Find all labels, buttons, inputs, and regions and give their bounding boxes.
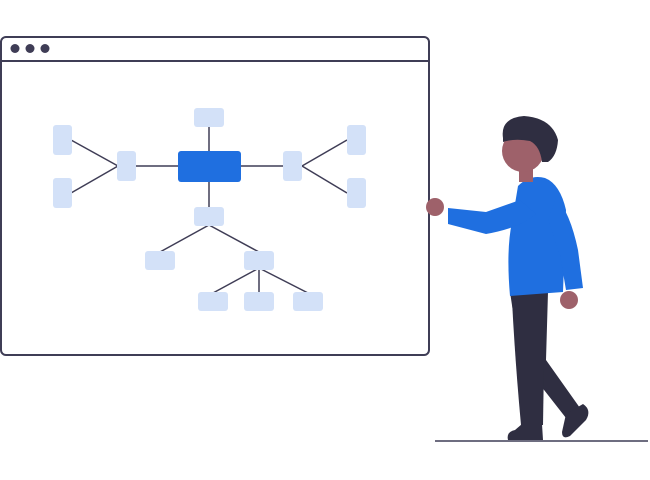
connector-bottom-left xyxy=(159,224,210,253)
person-front-leg xyxy=(512,300,545,425)
diagram-nodes xyxy=(53,108,366,311)
node-right-lower xyxy=(347,178,366,208)
browser-window xyxy=(0,36,430,356)
window-frame xyxy=(0,36,430,356)
node-sub-right xyxy=(293,292,323,311)
person-back-arm xyxy=(548,198,583,290)
connector-left-lower xyxy=(70,165,119,194)
node-bottom-right xyxy=(244,251,274,270)
node-top xyxy=(194,108,224,127)
main-node xyxy=(178,151,241,182)
person-front-shoe xyxy=(507,424,543,440)
node-left-hub xyxy=(117,151,136,181)
node-left-lower xyxy=(53,178,72,208)
node-bottom-hub xyxy=(194,207,224,226)
person-pointing-hand xyxy=(426,198,444,216)
node-sub-left xyxy=(198,292,228,311)
window-dot-2 xyxy=(25,44,35,53)
connector-left-upper xyxy=(70,139,119,167)
person-pointing-arm xyxy=(448,200,536,234)
connector-sub-left xyxy=(212,267,260,294)
node-bottom-left xyxy=(145,251,175,270)
node-right-hub xyxy=(283,151,302,181)
node-left-upper xyxy=(53,125,72,155)
node-right-upper xyxy=(347,125,366,155)
node-sub-middle xyxy=(244,292,274,311)
connector-bottom-right xyxy=(208,224,260,253)
person-back-hand xyxy=(560,291,578,309)
connector-right-upper xyxy=(301,139,348,167)
diagram-connectors xyxy=(70,126,348,294)
connector-sub-right xyxy=(258,267,309,294)
three-dot-window-controls-icon xyxy=(10,44,50,53)
window-dot-3 xyxy=(40,44,50,53)
connector-right-lower xyxy=(301,165,348,194)
person-back-shoe xyxy=(562,404,589,438)
window-dot-1 xyxy=(10,44,20,53)
person-hair xyxy=(502,116,558,162)
presenter-illustration-icon xyxy=(426,116,589,440)
